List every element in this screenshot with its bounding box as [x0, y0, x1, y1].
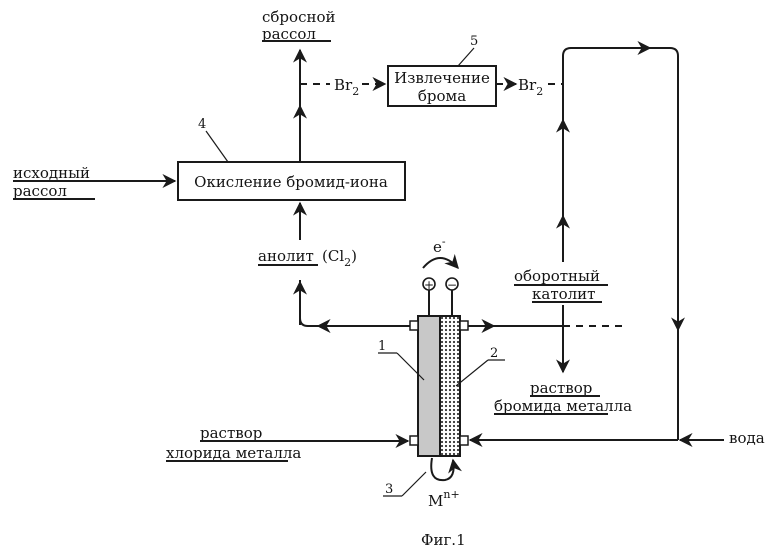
anode-plus: +: [424, 278, 434, 292]
cell-port-anode-top: [409, 320, 419, 331]
extraction-box-label-line2: брома: [418, 87, 466, 105]
anode-terminal-icon: [422, 277, 436, 291]
ref-5: 5: [470, 34, 478, 49]
anolyte-cl2-label: (Cl2): [322, 247, 357, 269]
ref-1: 1: [378, 339, 386, 354]
anolyte-label: анолит: [258, 247, 314, 265]
cell-port-anode-bottom: [409, 435, 419, 446]
electron-label: e-: [433, 235, 446, 256]
metal-chloride-label-2: хлорида металла: [166, 444, 301, 462]
electron-flow-arrow: [422, 253, 459, 270]
recycled-catholyte-label-1: оборотный: [514, 267, 600, 285]
oxidation-box: [177, 161, 406, 201]
metal-ion-migration-arrow: [430, 457, 462, 482]
source-brine-label-2: рассол: [13, 182, 67, 200]
cell-anode-chamber: [417, 315, 441, 457]
ref-1-leader: [396, 352, 425, 381]
ref-2-leader: [455, 359, 489, 387]
waste-brine-label-2: рассол: [262, 25, 316, 43]
ref-5-leader: [457, 47, 475, 67]
recycled-catholyte-label-2: католит: [532, 285, 595, 303]
cathode-minus: −: [447, 278, 457, 292]
cell-cathode-chamber: [439, 315, 461, 457]
ref-2: 2: [490, 346, 498, 361]
br2-label-left: Br2: [334, 76, 359, 98]
br2-label-right: Br2: [518, 76, 543, 98]
water-label: вода: [729, 429, 765, 447]
ref-3-leader: [401, 471, 427, 497]
extraction-box-label-line1: Извлечение: [394, 69, 490, 87]
oxidation-box-label: Окисление бромид-иона: [194, 173, 388, 191]
ref-4: 4: [198, 117, 206, 132]
metal-ion-label: Mn+: [428, 488, 460, 510]
cathode-terminal-icon: [445, 277, 459, 291]
metal-bromide-label-2: бромида металла: [494, 397, 632, 415]
figure-caption: Фиг.1: [421, 531, 466, 549]
anolyte-loop: [299, 300, 412, 327]
cell-port-cathode-top: [459, 320, 469, 331]
source-brine-label-1: исходный: [13, 164, 90, 182]
ref-3: 3: [385, 482, 393, 497]
cell-port-cathode-bottom: [459, 435, 469, 446]
extraction-box: [387, 65, 497, 107]
ref-4-leader: [205, 130, 229, 163]
metal-chloride-label-1: раствор: [200, 424, 262, 442]
metal-bromide-label-1: раствор: [530, 379, 592, 397]
waste-brine-label-1: сбросной: [262, 8, 336, 26]
